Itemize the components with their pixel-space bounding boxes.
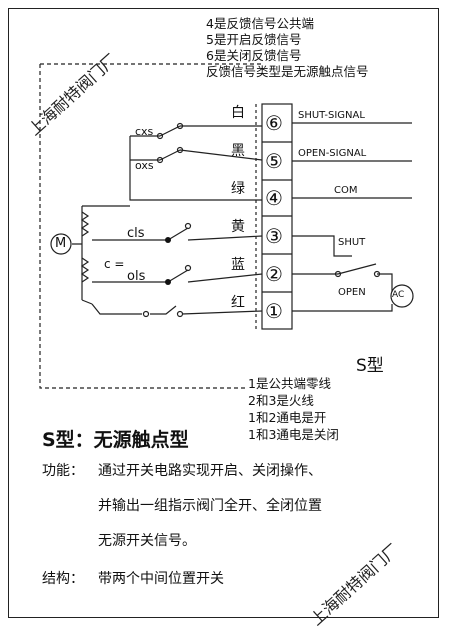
- note-signal-type: 反馈信号类型是无源触点信号: [206, 64, 369, 79]
- note-terminal-5: 5是开启反馈信号: [206, 32, 302, 47]
- label-shut-signal: SHUT-SIGNAL: [298, 110, 365, 121]
- terminal-3: ③: [265, 224, 283, 248]
- structure-label: 结构：: [42, 571, 84, 587]
- wire-color-black: 黑: [231, 143, 245, 159]
- label-open: OPEN: [338, 287, 366, 298]
- function-line-3: 无源开关信号。: [98, 533, 196, 549]
- wire-color-blue: 蓝: [231, 257, 245, 273]
- wire-color-green: 绿: [231, 181, 245, 197]
- note-terminal-6: 6是关闭反馈信号: [206, 48, 302, 63]
- terminal-2: ②: [265, 262, 283, 286]
- type-label: S型: [356, 356, 384, 376]
- terminal-4: ④: [265, 186, 283, 210]
- terminal-6: ⑥: [265, 111, 283, 135]
- function-line-2: 并输出一组指示阀门全开、全闭位置: [98, 498, 322, 514]
- label-shut: SHUT: [338, 237, 366, 248]
- label-cxs: cxs: [135, 125, 154, 138]
- note-open: 1和2通电是开: [248, 410, 327, 425]
- heading: S型：无源触点型: [42, 429, 189, 451]
- wire-color-yellow: 黄: [231, 219, 245, 235]
- label-oxs: oxs: [135, 159, 154, 172]
- wire-color-red: 红: [231, 295, 245, 311]
- function-label: 功能：: [42, 463, 84, 479]
- wire-color-white: 白: [231, 105, 245, 121]
- structure-text: 带两个中间位置开关: [98, 571, 224, 587]
- function-line-1: 通过开关电路实现开启、关闭操作、: [98, 463, 322, 479]
- note-terminal-4: 4是反馈信号公共端: [206, 16, 314, 31]
- diagram-frame: [8, 8, 439, 618]
- terminal-1: ①: [265, 299, 283, 323]
- motor-label: M: [55, 236, 67, 251]
- label-com: COM: [334, 185, 358, 196]
- label-open-signal: OPEN-SIGNAL: [298, 148, 367, 159]
- label-c: c =: [104, 257, 125, 271]
- label-ols: ols: [127, 269, 146, 284]
- note-close: 1和3通电是关闭: [248, 427, 339, 442]
- label-cls: cls: [127, 226, 145, 241]
- note-neutral: 1是公共端零线: [248, 376, 331, 391]
- label-ac: AC: [392, 290, 405, 300]
- note-live: 2和3是火线: [248, 393, 314, 408]
- terminal-5: ⑤: [265, 149, 283, 173]
